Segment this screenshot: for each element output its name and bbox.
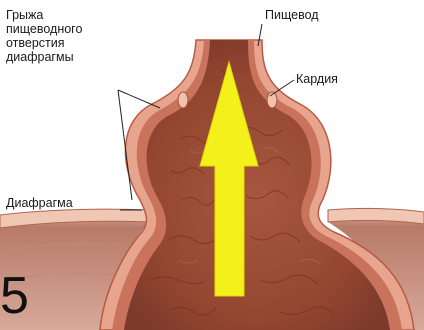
label-hernia-line-4: диафрагмы <box>6 50 82 64</box>
label-hernia: Грыжа пищеводного отверстия диафрагмы <box>6 8 82 64</box>
label-hernia-line-1: Грыжа <box>6 8 82 22</box>
label-hernia-line-3: отверстия <box>6 36 82 50</box>
label-hernia-line-2: пищеводного <box>6 22 82 36</box>
figure-number: 5 <box>0 266 29 326</box>
label-esophagus: Пищевод <box>265 8 319 22</box>
label-cardia: Кардия <box>296 72 338 86</box>
label-diaphragm: Диафрагма <box>6 196 73 210</box>
